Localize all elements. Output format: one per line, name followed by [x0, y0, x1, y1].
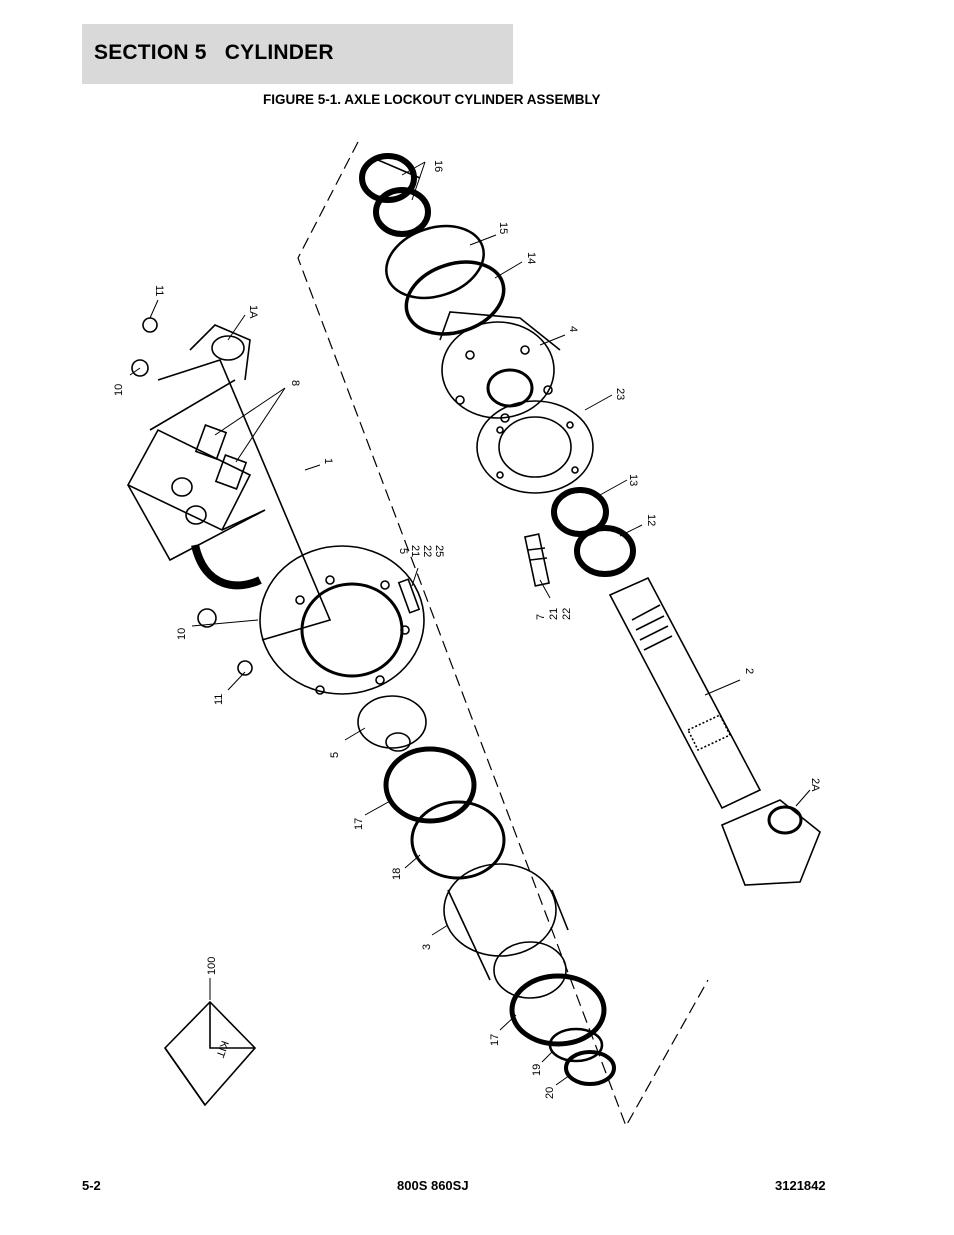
callout-21b: 21 [409, 545, 421, 557]
callout-4: 4 [567, 326, 579, 332]
section-banner: SECTION 5 CYLINDER [82, 24, 513, 84]
figure-caption: FIGURE 5-1. AXLE LOCKOUT CYLINDER ASSEMB… [263, 92, 601, 107]
callout-10a: 10 [113, 384, 125, 396]
callout-5a: 5 [397, 548, 409, 554]
part-4-head [439, 311, 561, 423]
callout-17b: 17 [489, 1034, 501, 1046]
kit-label: KIT [213, 1039, 230, 1059]
part-8-fittings [194, 424, 248, 490]
valve-block [126, 428, 266, 590]
part-13-seal [551, 487, 609, 537]
axle-lockout-cylinder-diagram: 16 15 14 4 23 13 12 2 2A 7 21 22 5 21 22… [113, 141, 821, 1128]
part-2A-rod-end [720, 799, 821, 886]
part-19-ring [548, 1027, 604, 1063]
callout-22a: 22 [561, 608, 573, 620]
part-5-screw [397, 578, 421, 614]
callout-15: 15 [497, 222, 509, 234]
callout-13: 13 [627, 474, 639, 486]
part-23-flange [476, 400, 594, 494]
part-11-fitting-b [237, 660, 253, 676]
part-2-rod [608, 576, 762, 810]
part-100-kit-box [163, 1000, 257, 1107]
part-5-nut [357, 695, 427, 752]
part-16-bushings [359, 153, 431, 237]
callout-25: 25 [433, 545, 445, 557]
part-1A-mount [189, 324, 251, 381]
callout-2: 2 [743, 668, 755, 674]
callout-21a: 21 [548, 608, 560, 620]
part-15-ring [385, 224, 485, 300]
callout-12: 12 [645, 514, 657, 526]
footer-model: 800S 860SJ [397, 1178, 469, 1193]
callout-14: 14 [525, 252, 537, 264]
assembly-boundary [297, 141, 709, 1128]
section-title: SECTION 5 CYLINDER [94, 41, 334, 64]
part-1-barrel [149, 359, 425, 695]
callout-18: 18 [391, 868, 403, 880]
callout-19: 19 [531, 1064, 543, 1076]
footer-page-number: 5-2 [82, 1178, 101, 1193]
callout-100: 100 [206, 957, 218, 975]
part-18-ring [410, 800, 506, 880]
callout-5b: 5 [329, 752, 341, 758]
part-11-fitting-a [142, 317, 158, 333]
callout-11b: 11 [213, 694, 225, 705]
callout-17a: 17 [353, 818, 365, 830]
callout-1: 1 [322, 458, 334, 464]
callout-1A: 1A [247, 305, 259, 319]
callout-16: 16 [432, 160, 444, 172]
part-7-bolt [524, 533, 550, 587]
part-10-plug-b [197, 608, 217, 628]
callout-22b: 22 [421, 545, 433, 557]
callout-23: 23 [614, 388, 626, 400]
part-10-plug-a [131, 359, 149, 377]
part-12-seal [574, 525, 636, 577]
part-17-ring-b [509, 973, 607, 1047]
footer-doc-number: 3121842 [775, 1178, 826, 1193]
callout-8: 8 [289, 380, 301, 386]
callout-11a: 11 [153, 285, 165, 296]
part-20-ring [564, 1050, 616, 1086]
callout-3: 3 [421, 944, 433, 950]
callout-2A: 2A [809, 778, 821, 792]
callout-20: 20 [544, 1087, 556, 1099]
part-17-ring-a [383, 746, 477, 824]
callout-10b: 10 [176, 628, 188, 640]
part-3-piston [443, 863, 569, 999]
callout-7: 7 [535, 614, 547, 620]
